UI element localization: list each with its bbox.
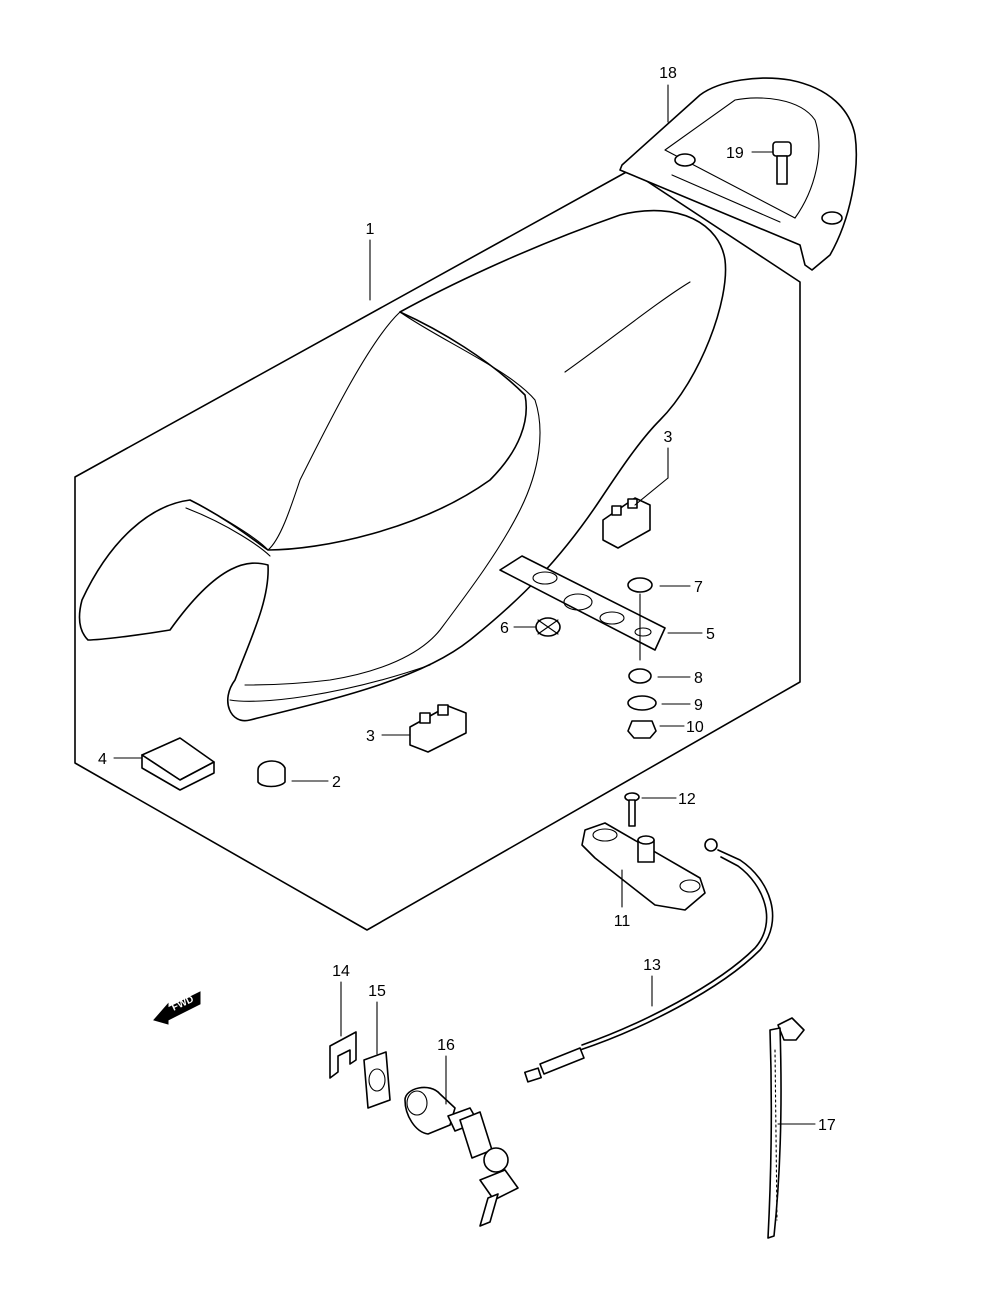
bolt-18-part [772,141,792,185]
seat-lock-11-part [581,822,706,911]
callout-17: 18 [659,65,677,82]
callout-10: 10 [686,719,704,736]
bracket-3-upper-part [602,497,651,549]
washer-8-part [628,668,652,684]
callout-5: 5 [706,626,715,643]
callout-19: 17 [818,1117,836,1134]
callout-18: 19 [726,145,744,162]
callout-16: 16 [437,1037,455,1054]
leader-3a-angle [634,477,669,506]
washer-7-part [627,577,653,593]
callout-2: 2 [332,774,341,791]
nut-10-part [627,720,657,739]
callout-15: 14 [332,963,350,980]
grommet-6-part [535,617,561,637]
callout-1: 1 [366,221,375,238]
callout-6: 6 [500,620,509,637]
cable-13-part [523,838,774,1083]
callout-3a: 3 [664,429,673,446]
callout-13: 13 [643,957,661,974]
clip-15-part [329,1031,357,1079]
lock-16-part [404,1086,519,1227]
cap-2-part [257,760,286,788]
callout-9: 9 [694,697,703,714]
callout-7: 7 [694,579,703,596]
plate-5-part [499,555,666,651]
callout-11: 11 [614,913,631,930]
washer-9-part [627,695,657,711]
bracket-3-lower-part [409,704,467,753]
cable-tie-19-part [767,1017,805,1239]
grab-rail-part [619,77,858,271]
callout-8: 8 [694,670,703,687]
callout-14: 15 [368,983,386,1000]
callout-3b: 3 [366,728,375,745]
callout-12: 12 [678,791,696,808]
callout-4: 4 [98,751,107,768]
pad-4-part [141,737,215,791]
screw-12-part [624,792,640,827]
seat-part [78,209,727,722]
forward-arrow-icon: FWD [153,991,201,1025]
plate-14-part [363,1051,391,1109]
